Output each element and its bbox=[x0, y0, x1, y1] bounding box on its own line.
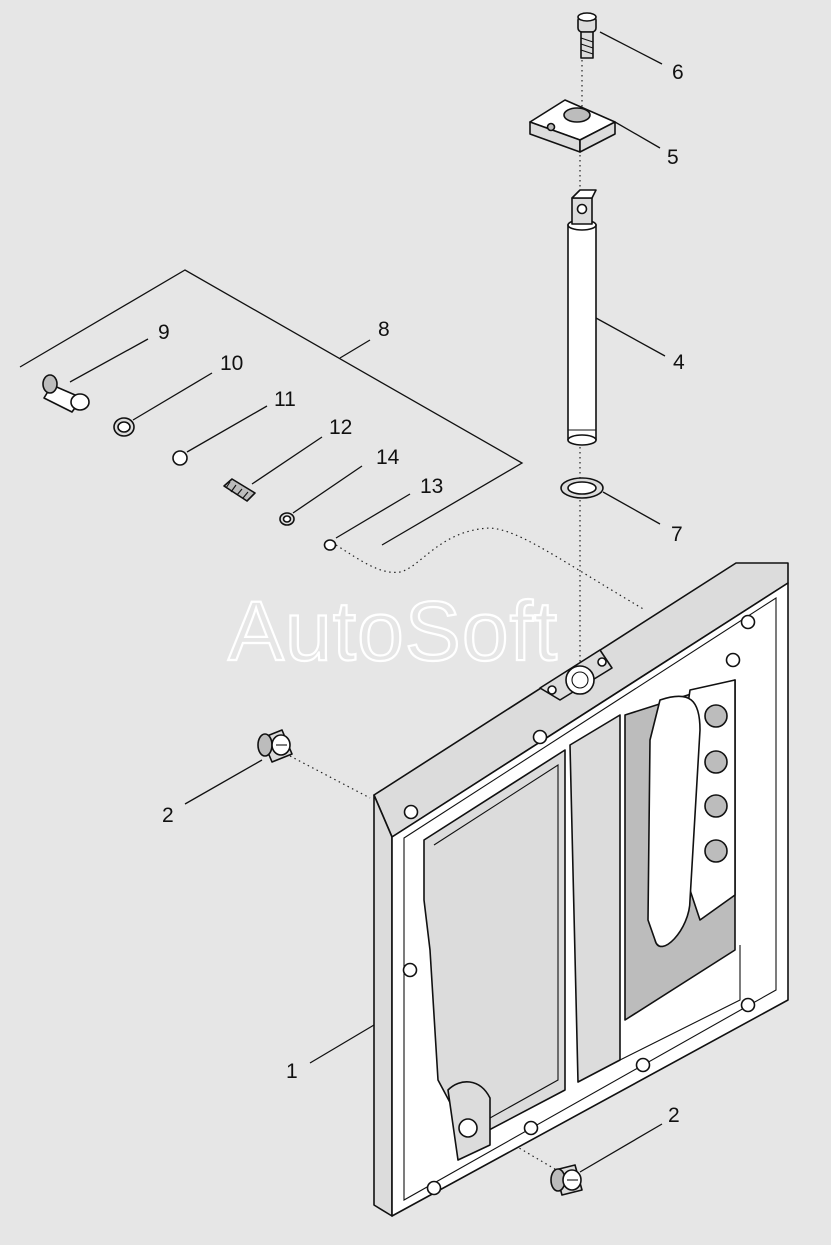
callout-10: 10 bbox=[220, 352, 243, 375]
callout-7: 7 bbox=[671, 523, 683, 546]
part-11-ball bbox=[172, 450, 188, 466]
part-6-cap-screw bbox=[577, 12, 597, 59]
part-2-plug-upper bbox=[257, 729, 293, 763]
callout-1: 1 bbox=[286, 1060, 298, 1083]
callout-4: 4 bbox=[673, 351, 685, 374]
leader-lines bbox=[69, 31, 666, 1173]
callout-9: 9 bbox=[158, 321, 170, 344]
watermark-text: AutoSoft bbox=[228, 584, 558, 678]
callout-11: 11 bbox=[274, 388, 296, 411]
assembly-dotted-lines bbox=[289, 60, 646, 1173]
part-7-o-ring bbox=[560, 477, 604, 499]
callout-5: 5 bbox=[667, 146, 679, 169]
part-8-valve-kit-bracket bbox=[19, 269, 524, 546]
part-12-spring bbox=[223, 478, 256, 502]
callout-8: 8 bbox=[378, 318, 390, 341]
part-14-washer bbox=[279, 512, 295, 526]
part-9-valve-body bbox=[42, 374, 90, 413]
callout-2-upper: 2 bbox=[162, 804, 174, 827]
part-5-clamp-plate bbox=[529, 99, 616, 153]
callout-labels: 6 5 4 7 8 9 10 11 12 14 13 2 1 2 bbox=[158, 61, 685, 1127]
part-1-housing-plate bbox=[373, 562, 789, 1217]
part-10-seal-ring bbox=[113, 417, 135, 437]
part-2-plug-lower bbox=[550, 1164, 583, 1196]
part-4-shaft bbox=[567, 189, 597, 446]
callout-14: 14 bbox=[376, 446, 400, 469]
callout-6: 6 bbox=[672, 61, 684, 84]
part-13-small-o-ring bbox=[323, 539, 337, 551]
callout-12: 12 bbox=[329, 416, 352, 439]
callout-2-lower: 2 bbox=[668, 1104, 680, 1127]
callout-13: 13 bbox=[420, 475, 443, 498]
